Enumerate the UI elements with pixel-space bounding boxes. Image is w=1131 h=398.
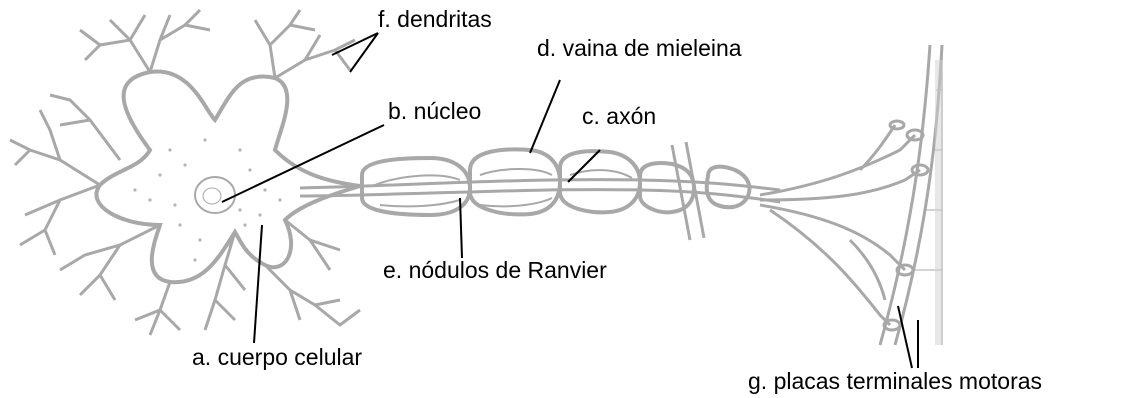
neuron-illustration — [9, 8, 944, 346]
leader-cuerpo — [253, 224, 263, 344]
cytoplasm-dots — [133, 138, 282, 262]
leader-axon — [567, 149, 601, 183]
dendrites — [9, 8, 361, 336]
myelin-sheath — [360, 147, 752, 218]
leader-lines — [221, 32, 919, 369]
label-nucleo: b. núcleo — [388, 98, 482, 124]
leader-dendritas-1 — [331, 32, 379, 56]
nucleus — [194, 176, 236, 214]
label-nodulos-de-ranvier: e. nódulos de Ranvier — [383, 257, 607, 283]
label-placas-terminales: g. placas terminales motoras — [748, 368, 1043, 394]
leader-dendritas-2 — [349, 32, 379, 73]
leader-nodulos — [459, 197, 463, 259]
nucleolus — [202, 187, 222, 205]
leader-placas-1 — [897, 305, 913, 369]
axon — [299, 178, 781, 204]
muscle-striations — [935, 60, 943, 345]
label-dendritas: f. dendritas — [378, 6, 492, 32]
leader-vaina — [529, 79, 561, 154]
leader-nucleo — [221, 124, 385, 203]
label-vaina-de-mielina: d. vaina de mieleina — [537, 35, 742, 61]
label-cuerpo-celular: a. cuerpo celular — [192, 344, 363, 370]
axon-terminals — [759, 119, 930, 332]
muscle-fiber — [878, 44, 944, 346]
axon-break-marks — [670, 141, 706, 241]
label-axon: c. axón — [582, 103, 657, 129]
